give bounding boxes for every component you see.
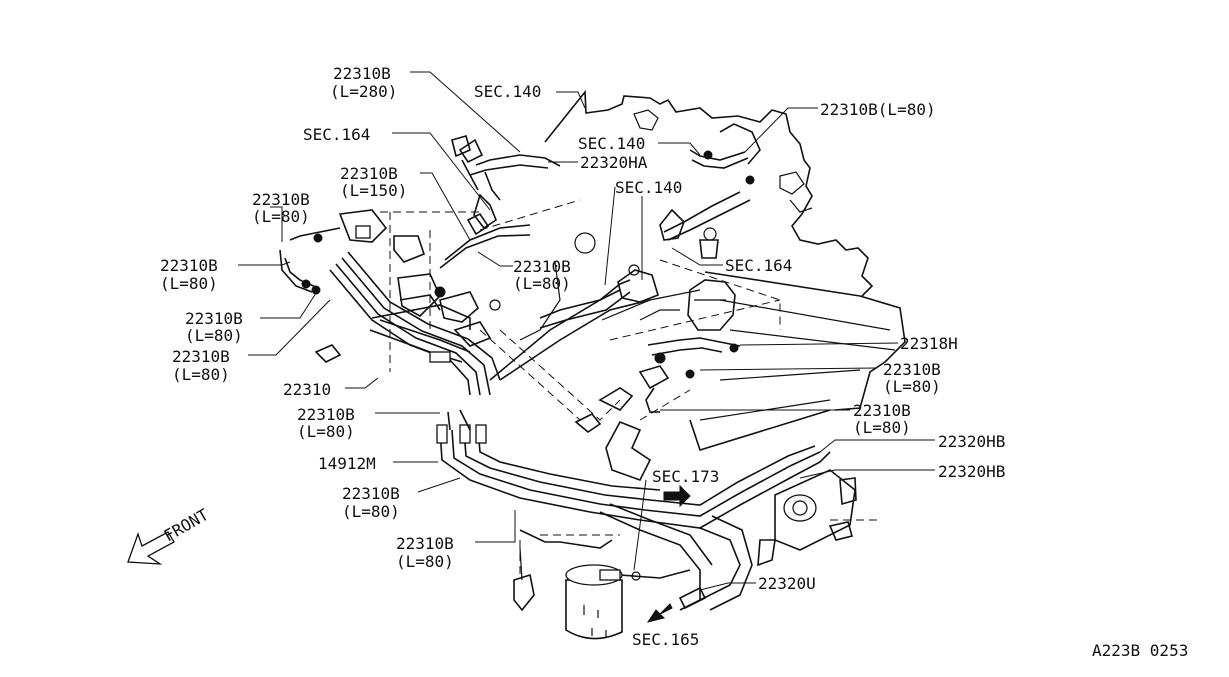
central-components bbox=[574, 208, 741, 433]
label-22310b-l80-h-length: (L=80) bbox=[853, 418, 911, 437]
label-14912m: 14912M bbox=[318, 454, 376, 473]
label-22310b-l80-i-length: (L=80) bbox=[342, 502, 400, 521]
label-sec165: SEC.165 bbox=[632, 630, 699, 649]
label-sec140-middle: SEC.140 bbox=[578, 134, 645, 153]
label-22310b-l80-f: 22310B bbox=[883, 360, 941, 379]
label-22310b-l280: 22310B bbox=[333, 64, 391, 83]
label-22310b-l150-length: (L=150) bbox=[340, 181, 407, 200]
arrow-sec165-icon bbox=[646, 603, 673, 623]
upper-hoses bbox=[439, 149, 755, 329]
label-22310b-l80-b-length: (L=80) bbox=[160, 274, 218, 293]
label-sec164-right: SEC.164 bbox=[725, 256, 792, 275]
arrow-front-icon bbox=[127, 531, 175, 565]
label-22310b-l80-b: 22310B bbox=[160, 256, 218, 275]
label-sec173: SEC.173 bbox=[652, 467, 719, 486]
label-sec140-top: SEC.140 bbox=[474, 82, 541, 101]
right-canister bbox=[757, 469, 857, 567]
leader-lines bbox=[238, 71, 935, 591]
dashed-reference-lines bbox=[380, 199, 880, 575]
label-22310b-l80-a: 22310B bbox=[252, 190, 310, 209]
arrow-sec173-icon bbox=[663, 484, 691, 508]
label-22310b-l80-a-length: (L=80) bbox=[252, 207, 310, 226]
label-22310b-l80-d: 22310B bbox=[185, 309, 243, 328]
label-22310b-l80-top-right: 22310B(L=80) bbox=[820, 100, 936, 119]
main-tube-bundle bbox=[329, 251, 651, 396]
labels: 22310B (L=280) SEC.140 22310B(L=80) SEC.… bbox=[160, 64, 1188, 660]
label-22320u: 22320U bbox=[758, 574, 816, 593]
label-22310b-l80-h: 22310B bbox=[853, 401, 911, 420]
label-22310b-l80-d-length: (L=80) bbox=[185, 326, 243, 345]
label-diagram-code: A223B 0253 bbox=[1092, 641, 1188, 660]
label-sec164-left: SEC.164 bbox=[303, 125, 370, 144]
label-front: FRONT bbox=[161, 505, 213, 546]
label-22310b-l80-e: 22310B bbox=[172, 347, 230, 366]
label-22310b-l80-f-length: (L=80) bbox=[883, 377, 941, 396]
label-22310b-l150: 22310B bbox=[340, 164, 398, 183]
label-22318h: 22318H bbox=[900, 334, 958, 353]
label-22310b-l80-g: 22310B bbox=[297, 405, 355, 424]
label-22310b-l80-g-length: (L=80) bbox=[297, 422, 355, 441]
label-22320ha: 22320HA bbox=[580, 153, 648, 172]
label-sec140-right: SEC.140 bbox=[615, 178, 682, 197]
label-22310b-l80-c: 22310B bbox=[513, 257, 571, 276]
canister-components bbox=[513, 529, 707, 640]
label-22310b-l80-e-length: (L=80) bbox=[172, 365, 230, 384]
label-22310b-l80-i: 22310B bbox=[342, 484, 400, 503]
label-22310b-l80-j: 22310B bbox=[396, 534, 454, 553]
label-22310b-l80-j-length: (L=80) bbox=[396, 552, 454, 571]
lower-tubes bbox=[436, 409, 831, 611]
label-22320hb-upper: 22320HB bbox=[938, 432, 1005, 451]
label-22320hb-lower: 22320HB bbox=[938, 462, 1005, 481]
label-22310b-l280-length: (L=280) bbox=[330, 82, 397, 101]
label-22310: 22310 bbox=[283, 380, 331, 399]
label-22310b-l80-c-length: (L=80) bbox=[513, 274, 571, 293]
arrows bbox=[127, 484, 691, 623]
